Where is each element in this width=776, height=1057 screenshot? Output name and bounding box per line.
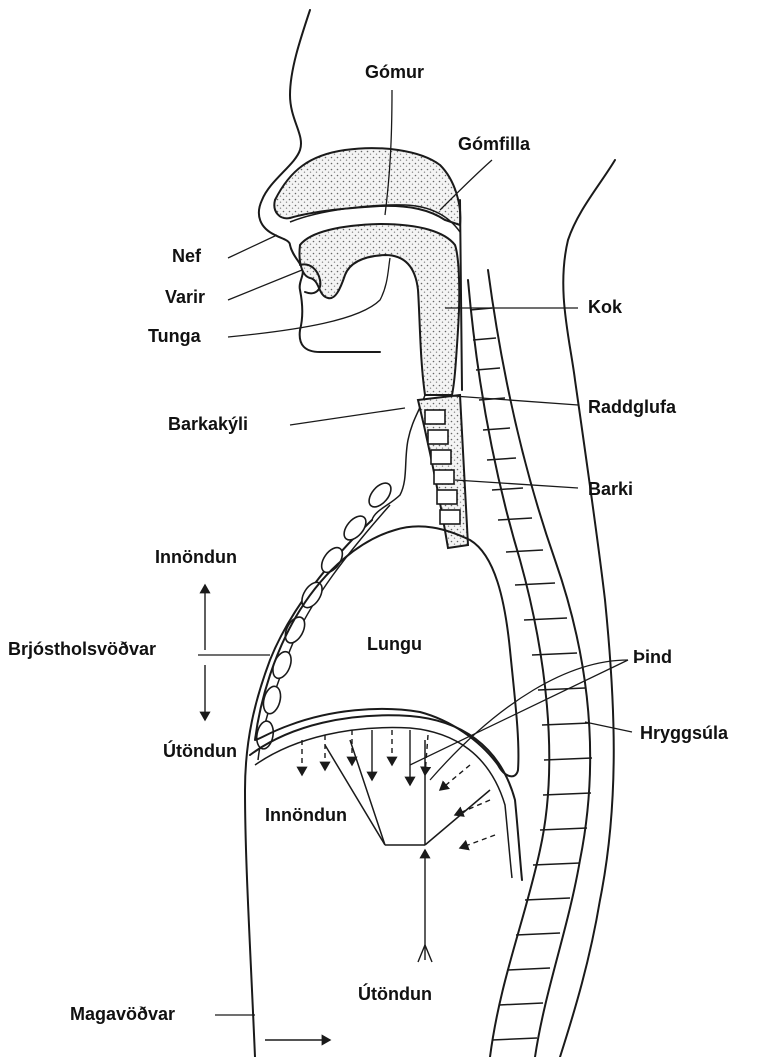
label-gomur: Gómur (365, 63, 424, 81)
oral-cavity-tongue (299, 224, 459, 395)
label-innondun-top: Innöndun (155, 548, 237, 566)
label-magavodvar: Magavöðvar (70, 1005, 175, 1023)
spine-back (488, 270, 590, 1057)
vertebrae-lines (470, 308, 592, 1040)
pharynx-back (460, 200, 462, 390)
label-brjostholsvodvar: Brjóstholsvöðvar (8, 640, 156, 658)
label-barkakyli: Barkakýli (168, 415, 248, 433)
label-varir: Varir (165, 288, 205, 306)
label-kok: Kok (588, 298, 622, 316)
nasal-cavity (274, 148, 460, 225)
label-barki: Barki (588, 480, 633, 498)
label-lungu: Lungu (367, 635, 422, 653)
label-gomfilla: Gómfilla (458, 135, 530, 153)
spine-front (468, 280, 549, 1057)
abdominal-fan-lines (325, 740, 490, 845)
back-of-neck (560, 160, 615, 1057)
label-raddglufa: Raddglufa (588, 398, 676, 416)
label-utondun-left: Útöndun (163, 742, 237, 760)
label-thind: Þind (633, 648, 672, 666)
label-utondun-bottom: Útöndun (358, 985, 432, 1003)
diaphragm-inner (255, 728, 512, 878)
label-innondun-mid: Innöndun (265, 806, 347, 824)
label-hryggsula: Hryggsúla (640, 724, 728, 742)
label-tunga: Tunga (148, 327, 201, 345)
label-nef: Nef (172, 247, 201, 265)
